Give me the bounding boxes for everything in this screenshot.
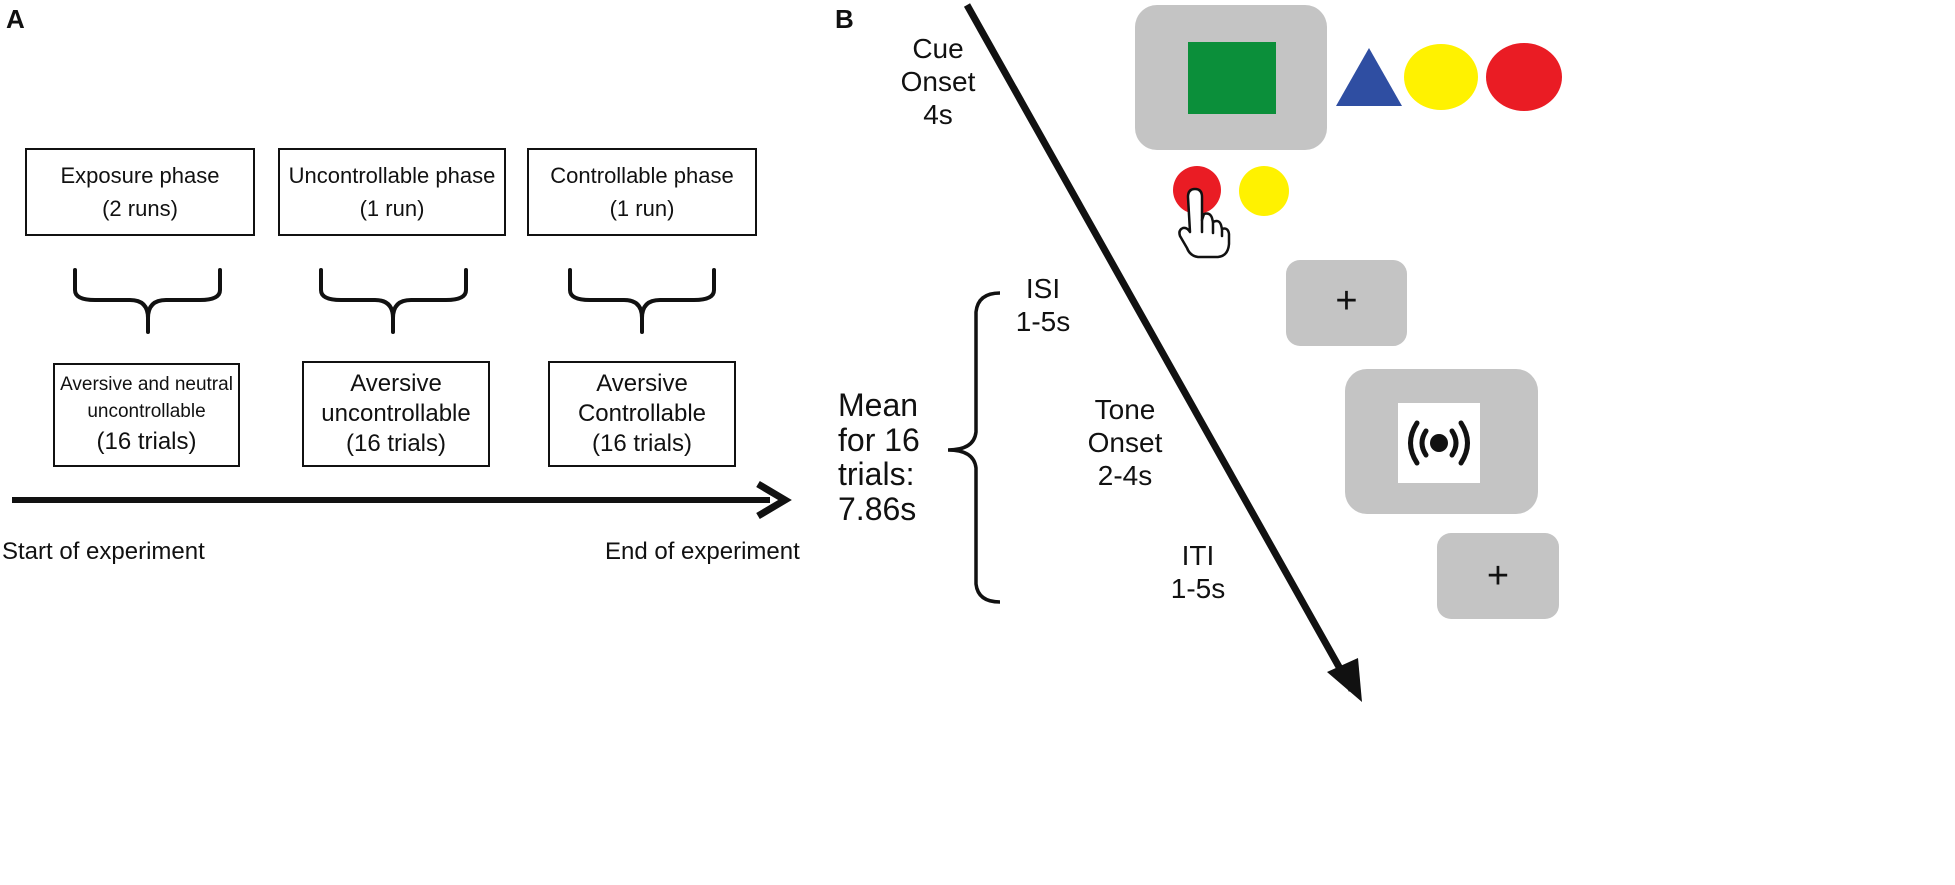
tone-line: Tone (1094, 394, 1156, 425)
brace-controllable (568, 268, 716, 334)
tone-screen (1345, 369, 1538, 514)
blue-triangle-stimulus (1336, 48, 1402, 106)
condition-line: Aversive and neutral (60, 374, 233, 396)
speaker-sound-icon (1408, 420, 1470, 466)
mean-line: for 16 (838, 421, 920, 458)
timeline-arrow (12, 480, 792, 520)
tone-onset-label: Tone Onset 2-4s (1075, 393, 1175, 492)
condition-trials: (16 trials) (96, 427, 197, 455)
tone-line: Onset (1087, 427, 1163, 459)
condition-box-controllable: Aversive Controllable (16 trials) (548, 361, 736, 467)
condition-box-uncontrollable: Aversive uncontrollable (16 trials) (302, 361, 490, 467)
iti-line: ITI (1181, 540, 1215, 571)
timeline-end-label: End of experiment (605, 538, 800, 565)
isi-fixation-screen: + (1286, 260, 1407, 346)
mean-line: trials: (838, 456, 915, 493)
condition-line: Controllable (577, 400, 707, 427)
brace-uncontrollable (319, 268, 468, 334)
cue-line: Cue (912, 33, 964, 64)
trial-timeline-arrowhead (1327, 658, 1362, 702)
hand-pointer-icon (1178, 187, 1231, 259)
condition-line: Aversive (596, 370, 688, 397)
iti-fixation-screen: + (1437, 533, 1559, 619)
phase-runs: (1 run) (359, 196, 425, 221)
iti-label: ITI 1-5s (1158, 539, 1238, 605)
phase-box-controllable: Controllable phase (1 run) (527, 148, 757, 236)
mean-line: Mean (838, 387, 919, 423)
brace-exposure (73, 268, 222, 334)
condition-trials: (16 trials) (345, 430, 447, 457)
cue-onset-label: Cue Onset 4s (893, 32, 983, 131)
iti-duration: 1-5s (1170, 573, 1226, 605)
timeline-start-label: Start of experiment (2, 538, 205, 565)
fixation-cross: + (1335, 280, 1358, 322)
mean-bracket (947, 291, 1001, 604)
condition-line: uncontrollable (87, 401, 206, 422)
mean-value: 7.86s (838, 490, 917, 527)
phase-title: Controllable phase (550, 162, 734, 188)
phase-title: Exposure phase (60, 162, 220, 188)
cue-screen (1135, 5, 1327, 150)
phase-title: Uncontrollable phase (288, 162, 496, 188)
condition-box-exposure: Aversive and neutral uncontrollable (16 … (53, 363, 240, 467)
tone-stimulus-box (1398, 403, 1480, 483)
isi-duration: 1-5s (1015, 306, 1071, 338)
yellow-circle-stimulus (1404, 44, 1478, 110)
trial-timeline-arrow (963, 3, 1356, 692)
panel-a-label: A (6, 4, 25, 34)
panel-b-label: B (835, 4, 854, 34)
red-circle-stimulus (1486, 43, 1562, 111)
fixation-cross: + (1486, 555, 1510, 597)
mean-trials-label: Mean for 16 trials: 7.86s (838, 388, 920, 526)
phase-box-uncontrollable: Uncontrollable phase (1 run) (278, 148, 506, 236)
condition-line: Aversive (350, 370, 442, 397)
condition-trials: (16 trials) (591, 430, 693, 457)
green-square-cue (1188, 42, 1276, 114)
cue-duration: 4s (923, 99, 953, 131)
cue-line: Onset (900, 66, 976, 98)
yellow-response-button (1239, 166, 1289, 216)
tone-duration: 2-4s (1097, 460, 1153, 492)
isi-label: ISI 1-5s (1003, 272, 1083, 338)
phase-box-exposure: Exposure phase (2 runs) (25, 148, 255, 236)
isi-line: ISI (1025, 273, 1061, 304)
phase-runs: (2 runs) (102, 196, 178, 221)
condition-line: uncontrollable (321, 400, 471, 427)
phase-runs: (1 run) (609, 196, 675, 221)
